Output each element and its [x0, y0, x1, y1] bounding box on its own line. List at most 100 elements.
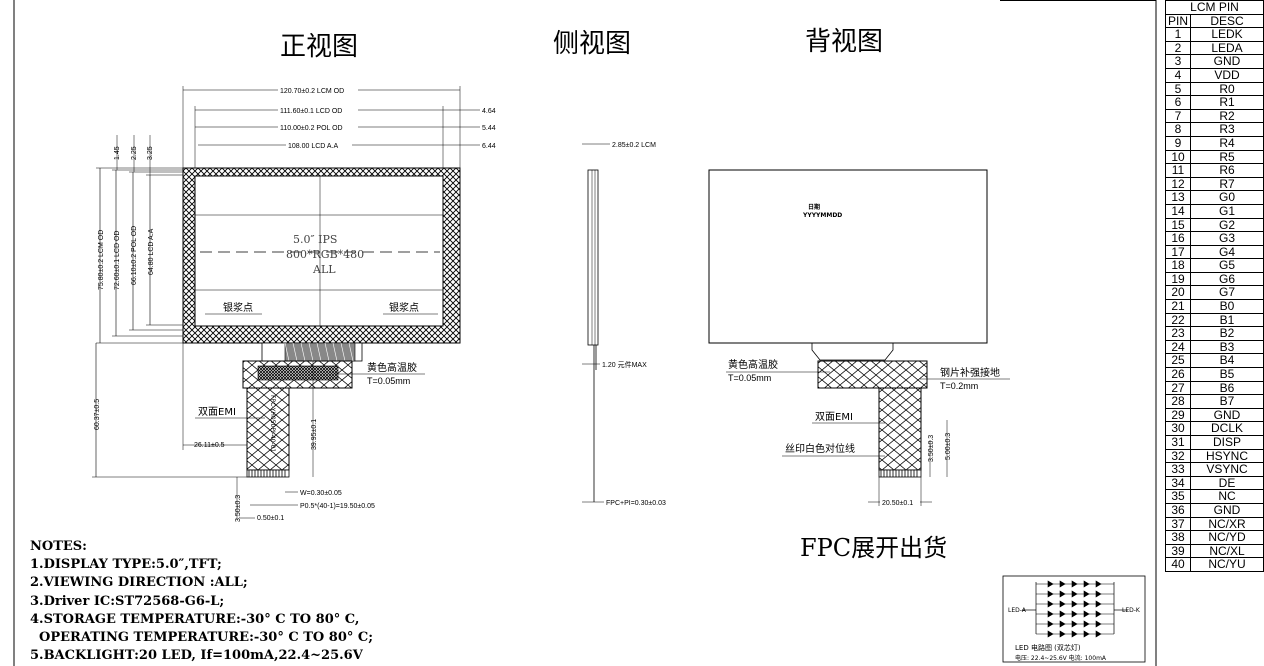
pin-number: 32	[1165, 448, 1191, 464]
date-format: YYYYMMDD	[802, 212, 842, 219]
dim-26-11: 26.11±0.5	[194, 442, 225, 449]
pin-number: 6	[1165, 95, 1191, 110]
notes-line: 5.BACKLIGHT:20 LED, If=100mA,22.4~25.6V	[30, 648, 363, 664]
pin-desc: B0	[1190, 299, 1264, 314]
pin-number: 35	[1165, 489, 1191, 504]
notes-line: NOTES:	[30, 539, 87, 554]
pin-number: 1	[1165, 27, 1191, 42]
pin-number: 5	[1165, 81, 1191, 97]
pin-number: 12	[1165, 176, 1191, 192]
pin-number: 14	[1165, 203, 1191, 219]
pin-desc: G0	[1190, 190, 1264, 205]
date-label: 日期	[808, 203, 820, 211]
pin-table-title: LCM PIN	[1165, 0, 1264, 15]
pin-number: 10	[1165, 149, 1191, 165]
dim-top-2: 2.25	[131, 146, 138, 160]
dim-lcd-aa: 108.00 LCD A.A	[288, 143, 339, 150]
pin-desc: R4	[1190, 135, 1264, 151]
pin-desc: R5	[1190, 149, 1264, 165]
led-cathode-label: LED-K	[1122, 607, 1141, 614]
pin-desc: GND	[1190, 54, 1264, 69]
pin-number: 40	[1165, 557, 1191, 572]
led-spec: 电压: 22.4~25.6V 电流: 100mA	[1015, 654, 1107, 662]
dim-top-1: 1.45	[114, 146, 121, 160]
dim-right-3: 6.44	[482, 143, 496, 150]
pin-desc: DISP	[1190, 435, 1264, 450]
dim-lcm-od: 120.70±0.2 LCM OD	[280, 88, 344, 95]
front-view: 120.70±0.2 LCM OD 111.60±0.1 LCD OD 110.…	[92, 84, 496, 522]
pin-number: 22	[1165, 312, 1191, 328]
led-circuit-box	[1002, 575, 1146, 663]
pin-number: 17	[1165, 244, 1191, 260]
notes-line: 1.DISPLAY TYPE:5.0″,TFT;	[30, 557, 222, 573]
pin-desc: VDD	[1190, 67, 1264, 83]
dim-side-thickness: 2.85±0.2 LCM	[612, 142, 656, 149]
silver-dot-right-label: 银浆点	[389, 301, 419, 314]
pin-number: 18	[1165, 258, 1191, 273]
pin-number: 9	[1165, 135, 1191, 151]
pin-desc: NC/XL	[1190, 543, 1264, 559]
pin-number: 2	[1165, 40, 1191, 56]
pin-desc: GND	[1190, 407, 1264, 423]
pin-number: 24	[1165, 339, 1191, 355]
pin-desc: NC/YD	[1190, 530, 1264, 545]
dim-v-pol-od: 66.10±0.2 POL OD	[131, 226, 138, 285]
dim-top-3: 3.25	[147, 146, 154, 160]
pin-number: 19	[1165, 271, 1191, 287]
side-view: 2.85±0.2 LCM 1.20 元件MAX FPC+PI=0.30±0.03	[582, 142, 666, 507]
pin-number: 25	[1165, 353, 1191, 369]
silver-dot-left-label: 银浆点	[223, 301, 253, 314]
fpc-part-number: FPC-YH050PI-40-01	[269, 395, 276, 453]
dim-3-50-back: 3.50±0.3	[928, 435, 935, 462]
emi-label: 双面EMI	[198, 406, 236, 418]
pin-number: 29	[1165, 407, 1191, 423]
dim-v-lcd-od: 72.60±0.1 LCD OD	[114, 231, 121, 290]
pin-number: 36	[1165, 502, 1191, 518]
pin-desc: G6	[1190, 271, 1264, 287]
pin-desc: R3	[1190, 122, 1264, 137]
pin-desc: DE	[1190, 475, 1264, 491]
pin-desc: G3	[1190, 231, 1264, 246]
active-area	[194, 175, 444, 327]
dim-pitch: P0.5*(40-1)=19.50±0.05	[300, 503, 375, 510]
pin-desc: R1	[1190, 95, 1264, 110]
pin-desc: HSYNC	[1190, 448, 1264, 464]
dim-side-component: 1.20 元件MAX	[602, 360, 647, 369]
pin-number: 20	[1165, 285, 1191, 301]
side-profile	[587, 169, 599, 346]
dim-60-37: 60.37±0.5	[94, 399, 101, 430]
notes-line: 2.VIEWING DIRECTION :ALL;	[30, 575, 248, 591]
center-label-size: 5.0″ IPS	[293, 233, 337, 246]
pin-number: 21	[1165, 299, 1191, 314]
pin-desc: B1	[1190, 312, 1264, 328]
notes-line: OPERATING TEMPERATURE:-30° C TO 80° C;	[30, 630, 374, 646]
pin-desc: NC/XR	[1190, 516, 1264, 532]
pin-number: 8	[1165, 122, 1191, 137]
pin-desc: B6	[1190, 380, 1264, 396]
back-panel	[708, 169, 988, 344]
pin-number: 23	[1165, 326, 1191, 341]
back-view-title: 背视图	[805, 27, 883, 57]
dim-right-1: 4.64	[482, 108, 496, 115]
pin-desc: B7	[1190, 394, 1264, 409]
